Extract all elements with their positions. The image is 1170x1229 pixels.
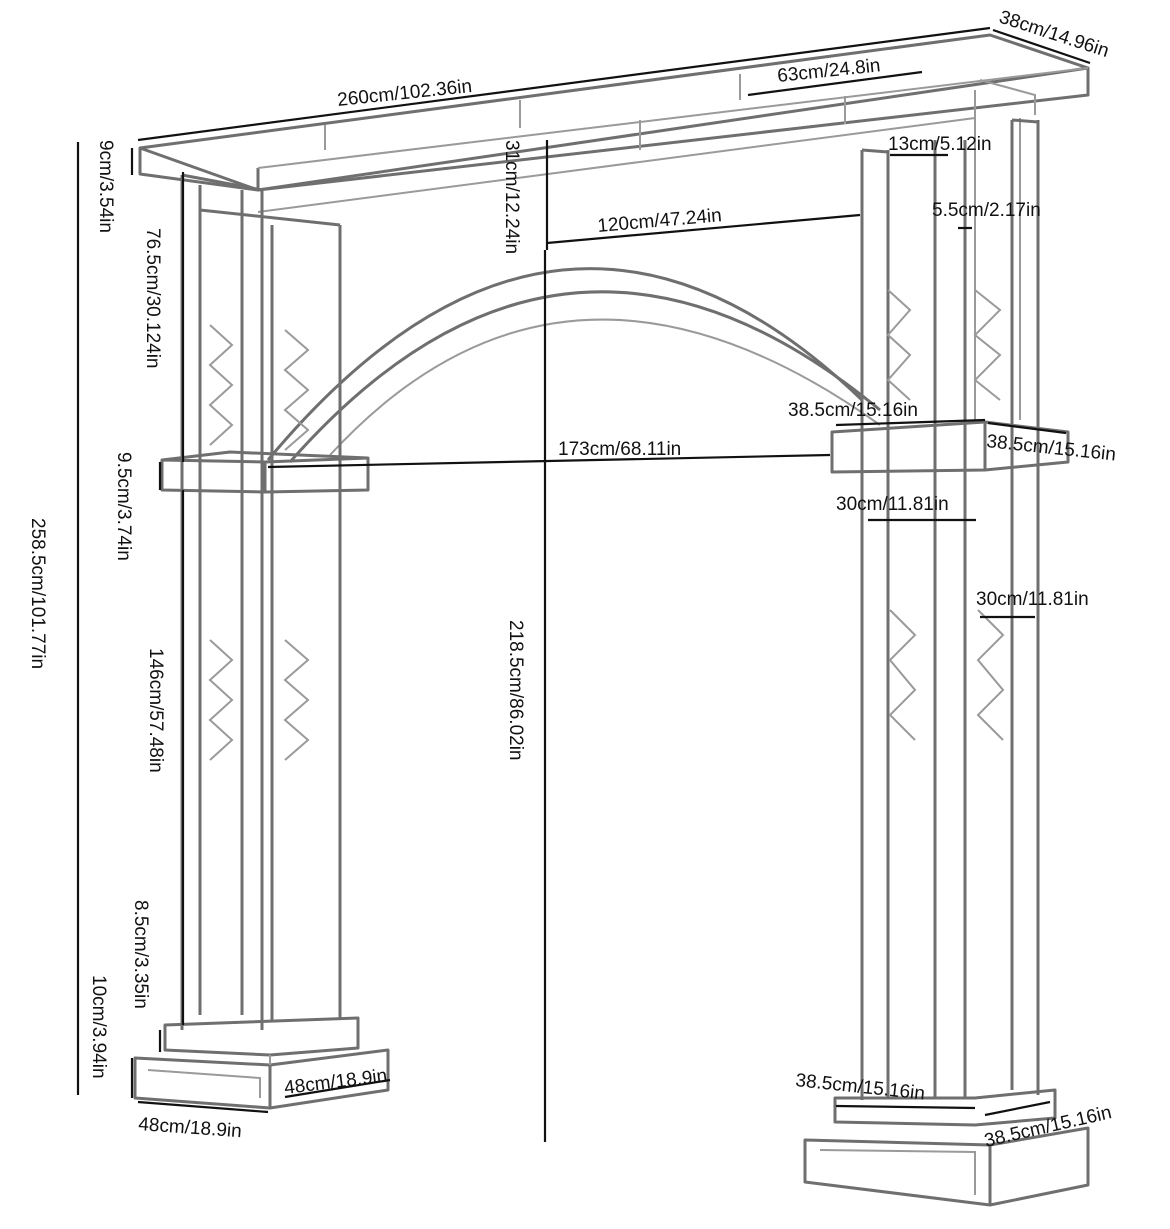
dimension-labels: 260cm/102.36in 38cm/14.96in 63cm/24.8in … — [27, 7, 1117, 1152]
label-tube-gap: 5.5cm/2.17in — [932, 200, 1041, 221]
label-base-upper-height: 8.5cm/3.35in — [130, 900, 151, 1009]
label-lower-column-side: 30cm/11.81in — [976, 589, 1089, 610]
label-base-depth: 48cm/18.9in — [283, 1066, 388, 1099]
label-top-height: 9cm/3.54in — [95, 140, 116, 233]
label-mid-box-side: 38.5cm/15.16in — [985, 431, 1116, 465]
label-base-lower-height: 10cm/3.94in — [88, 975, 109, 1079]
label-mid-box-height: 9.5cm/3.74in — [113, 452, 134, 561]
label-lower-column-height: 146cm/57.48in — [145, 648, 166, 773]
label-arch-rise: 31cm/12.24in — [501, 140, 522, 254]
label-right-base-side: 38.5cm/15.16in — [982, 1102, 1113, 1152]
dimension-lines — [76, 26, 1091, 1142]
label-total-height: 258.5cm/101.77in — [27, 518, 48, 669]
label-lower-column-front: 30cm/11.81in — [836, 494, 949, 515]
label-mid-box-front: 38.5cm/15.16in — [788, 400, 918, 421]
label-base-width: 48cm/18.9in — [138, 1114, 243, 1142]
label-upper-column-width: 13cm/5.12in — [888, 134, 992, 155]
label-clear-height: 218.5cm/86.02in — [505, 620, 526, 761]
label-top-depth: 38cm/14.96in — [996, 7, 1111, 62]
label-upper-column-height: 76.5cm/30.124in — [142, 228, 163, 369]
label-inner-span: 173cm/68.11in — [558, 439, 681, 460]
arch-frame — [133, 33, 1090, 1207]
